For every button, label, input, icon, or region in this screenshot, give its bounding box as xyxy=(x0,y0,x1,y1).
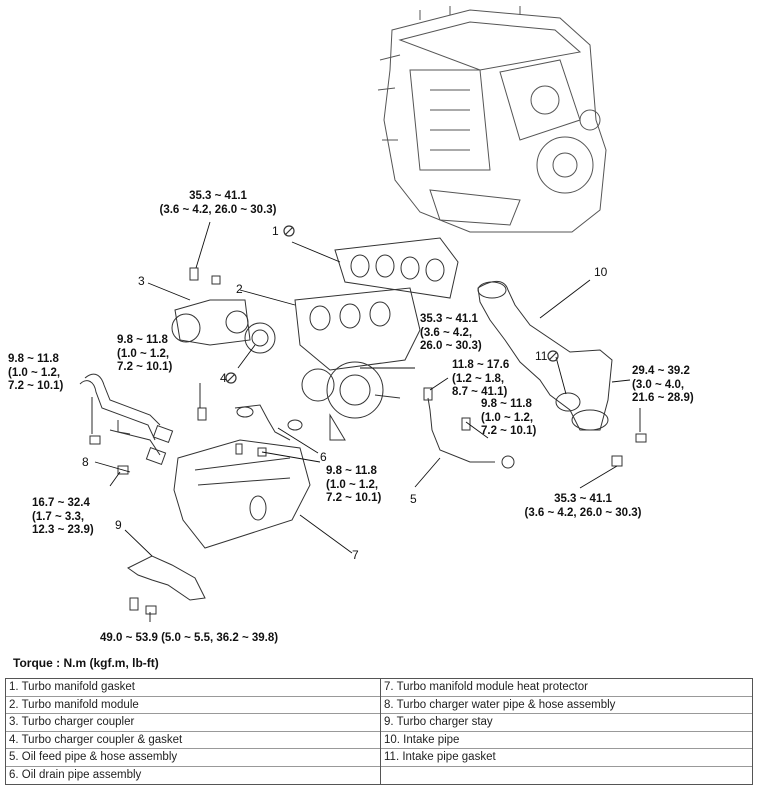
intake-pipe xyxy=(477,281,613,431)
torque-heat-protector: 16.7 ~ 32.4(1.7 ~ 3.3,12.3 ~ 23.9) xyxy=(32,497,94,536)
legend-column-left: 1. Turbo manifold gasket 2. Turbo manifo… xyxy=(6,679,381,784)
legend-item: 9. Turbo charger stay xyxy=(381,714,752,732)
legend-item: 1. Turbo manifold gasket xyxy=(6,679,380,697)
legend-item: 11. Intake pipe gasket xyxy=(381,749,752,767)
torque-stay: 49.0 ~ 53.9 (5.0 ~ 5.5, 36.2 ~ 39.8) xyxy=(100,632,279,644)
torque-oil-drain: 9.8 ~ 11.8(1.0 ~ 1.2,7.2 ~ 10.1) xyxy=(326,465,382,504)
turbo-charger-stay xyxy=(127,555,206,601)
leader-lines xyxy=(91,221,641,622)
turbo-charger-coupler-gasket xyxy=(244,322,276,354)
callout-2: 2 xyxy=(236,282,243,296)
torque-intake-bottom: 35.3 ~ 41.1(3.6 ~ 4.2, 26.0 ~ 30.3) xyxy=(524,493,642,519)
bolts xyxy=(89,267,647,615)
callout-1: 1 xyxy=(272,224,279,238)
legend-item: 5. Oil feed pipe & hose assembly xyxy=(6,749,380,767)
turbo-manifold-gasket xyxy=(334,237,459,299)
torque-top-bolt: 35.3 ~ 41.1(3.6 ~ 4.2, 26.0 ~ 30.3) xyxy=(159,190,277,216)
callout-4: 4 xyxy=(220,371,227,385)
legend-item: 8. Turbo charger water pipe & hose assem… xyxy=(381,697,752,714)
legend-column-right: 7. Turbo manifold module heat protector … xyxy=(381,679,752,784)
callout-3: 3 xyxy=(138,274,145,288)
callout-6: 6 xyxy=(320,450,327,464)
turbo-charger-water-pipe xyxy=(79,373,174,466)
torque-water-pipe-bolt: 9.8 ~ 11.8(1.0 ~ 1.2,7.2 ~ 10.1) xyxy=(8,353,64,392)
legend-item: 4. Turbo charger coupler & gasket xyxy=(6,732,380,749)
torque-intake-right: 29.4 ~ 39.2(3.0 ~ 4.0,21.6 ~ 28.9) xyxy=(632,365,694,404)
torque-coupler-bolt: 9.8 ~ 11.8(1.0 ~ 1.2,7.2 ~ 10.1) xyxy=(117,334,173,373)
torque-oil-feed-top: 11.8 ~ 17.6(1.2 ~ 1.8,8.7 ~ 41.1) xyxy=(452,359,510,398)
exploded-parts-diagram xyxy=(79,6,647,622)
engine-block-illustration xyxy=(377,6,607,233)
callout-9: 9 xyxy=(115,518,122,532)
torque-units-title: Torque : N.m (kgf.m, lb-ft) xyxy=(13,656,159,670)
callout-8: 8 xyxy=(82,455,89,469)
legend-item: 3. Turbo charger coupler xyxy=(6,714,380,732)
turbo-charger-coupler xyxy=(171,299,251,346)
torque-oil-feed-mid: 9.8 ~ 11.8(1.0 ~ 1.2,7.2 ~ 10.1) xyxy=(481,398,537,437)
legend-item: 7. Turbo manifold module heat protector xyxy=(381,679,752,697)
turbo-manifold-module xyxy=(294,287,421,441)
callout-7: 7 xyxy=(352,548,359,562)
legend-item: 6. Oil drain pipe assembly xyxy=(9,768,142,781)
no-reuse-symbol-icon xyxy=(225,372,237,384)
legend-item: 2. Turbo manifold module xyxy=(6,697,380,714)
legend-item: 10. Intake pipe xyxy=(381,732,752,749)
no-reuse-symbol-icon xyxy=(283,225,295,237)
callout-11: 11 xyxy=(535,349,548,363)
legend-item xyxy=(381,767,752,785)
parts-legend-table: 1. Turbo manifold gasket 2. Turbo manifo… xyxy=(5,678,753,785)
callout-10: 10 xyxy=(594,265,608,279)
turbo-manifold-heat-protector xyxy=(173,439,311,549)
callout-5: 5 xyxy=(410,492,417,506)
oil-drain-pipe-assembly xyxy=(234,404,303,441)
oil-feed-pipe-assembly xyxy=(423,387,515,469)
intake-pipe-gasket xyxy=(555,392,581,412)
no-reuse-symbol-icon xyxy=(547,350,559,362)
torque-manifold-nut: 35.3 ~ 41.1(3.6 ~ 4.2,26.0 ~ 30.3) xyxy=(420,313,482,352)
